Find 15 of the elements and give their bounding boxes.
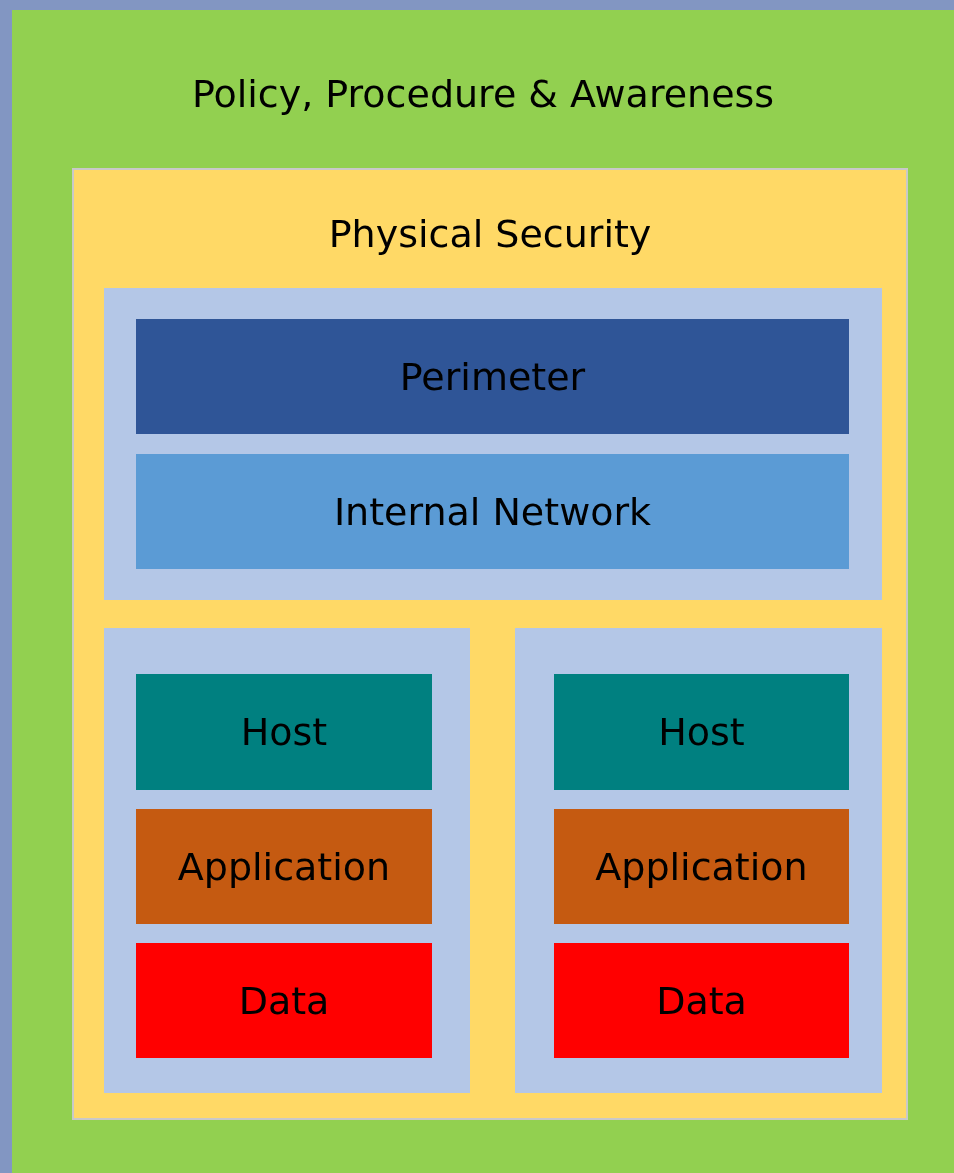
layer-box: Internal Network <box>136 454 849 569</box>
layer-box: Perimeter <box>136 319 849 434</box>
layer-box: Host <box>136 674 432 790</box>
layer-box: Host <box>554 674 849 790</box>
group-panel <box>104 628 470 1093</box>
outer-panel <box>12 10 954 1173</box>
layer-box: Application <box>554 809 849 924</box>
inner-panel <box>72 168 908 1120</box>
group-panel <box>104 288 882 600</box>
group-panel <box>515 628 882 1093</box>
layer-box: Data <box>136 943 432 1058</box>
layer-box: Application <box>136 809 432 924</box>
layer-box: Data <box>554 943 849 1058</box>
panel-heading: Physical Security <box>327 212 653 256</box>
panel-heading: Policy, Procedure & Awareness <box>190 72 776 116</box>
